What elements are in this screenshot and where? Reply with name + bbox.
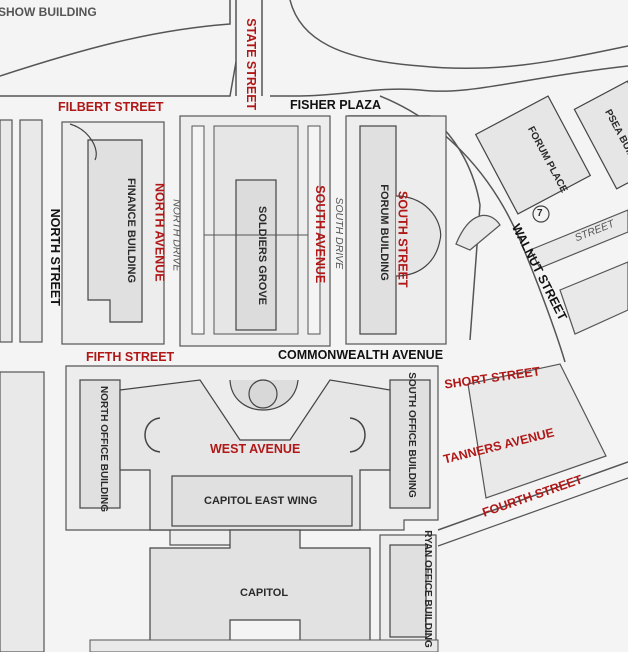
south-office-building-label: SOUTH OFFICE BUILDING — [405, 372, 417, 498]
forum-building-shape — [359, 125, 397, 335]
state-street-label: STATE STREET — [244, 18, 259, 111]
north-office-building-label: NORTH OFFICE BUILDING — [98, 385, 110, 513]
ryan-office-building-label: RYAN OFFICE BUILDING — [421, 530, 433, 648]
marker-number: 7 — [537, 208, 543, 219]
soldiers-grove-label: SOLDIERS GROVE — [256, 205, 269, 306]
walnut-triangle — [455, 214, 501, 251]
fifth-street-label: FIFTH STREET — [86, 350, 175, 364]
fisher-curve-outer — [289, 0, 628, 70]
lower-left-block — [0, 371, 45, 652]
top-curved-road-inner — [0, 61, 237, 97]
forum-building-label: FORUM BUILDING — [377, 184, 390, 281]
far-west-block-2 — [19, 119, 43, 343]
marker-circle — [532, 205, 550, 223]
south-street-label: SOUTH STREET — [395, 190, 410, 288]
psea-building-shape — [573, 80, 628, 190]
fourth-street-edge-lower — [437, 477, 628, 547]
south-office-building-shape — [389, 379, 431, 509]
lower-bottom-row — [89, 639, 439, 652]
finance-wing-curve — [69, 123, 97, 161]
south-avenue-label: SOUTH AVENUE — [313, 185, 328, 284]
east-ellipse — [349, 417, 366, 453]
finance-building-label: FINANCE BUILDING — [125, 177, 138, 284]
west-ellipse — [144, 417, 161, 453]
forum-dome — [395, 195, 442, 277]
south-drive-strip — [307, 125, 321, 335]
north-street-label: NORTH STREET — [47, 208, 62, 306]
commonwealth-avenue-label: COMMONWEALTH AVENUE — [278, 348, 444, 362]
north-drive-label: NORTH DRIVE — [170, 199, 183, 272]
north-office-building-shape — [79, 379, 121, 509]
tanners-block — [467, 363, 607, 499]
fisher-curve-inner — [270, 65, 628, 97]
filbert-street-label: FILBERT STREET — [58, 100, 164, 114]
ryan-office-building-shape — [389, 544, 427, 638]
east-block-top — [529, 209, 628, 269]
finance-building-shape — [87, 139, 143, 323]
south-drive-label: SOUTH DRIVE — [333, 197, 346, 270]
soldiers-grove-center — [235, 179, 277, 331]
capitol-east-wing-shape — [171, 475, 353, 527]
far-west-block-1 — [0, 119, 13, 343]
fourth-street-edge — [437, 461, 628, 531]
capitol-east-wing-label: CAPITOL EAST WING — [204, 495, 318, 507]
fisher-plaza-label: FISHER PLAZA — [290, 98, 381, 112]
forum-place-building — [474, 95, 592, 215]
show-building-label: SHOW BUILDING — [0, 5, 97, 19]
east-block-mid — [559, 261, 628, 335]
north-drive-strip — [191, 125, 205, 335]
north-avenue-label: NORTH AVENUE — [152, 182, 167, 282]
top-curved-road-outer — [0, 0, 231, 77]
west-avenue-label: WEST AVENUE — [210, 442, 301, 456]
capitol-label: CAPITOL — [240, 587, 289, 599]
fountain-circle — [248, 379, 278, 409]
